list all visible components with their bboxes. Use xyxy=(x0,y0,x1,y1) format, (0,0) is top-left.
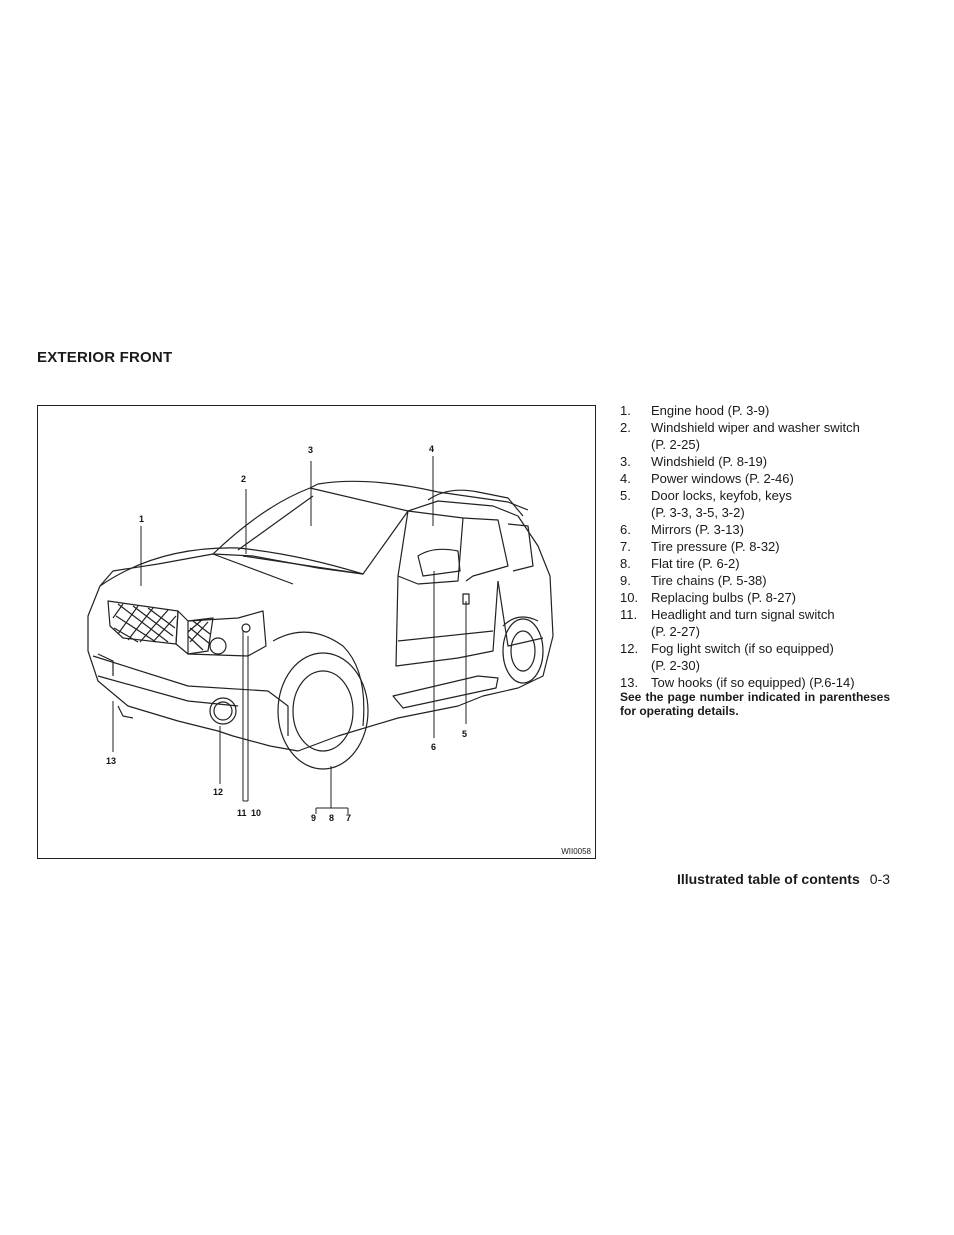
legend-item: 11.Headlight and turn signal switch xyxy=(620,607,835,622)
legend-item: 8.Flat tire (P. 6-2) xyxy=(620,556,740,571)
legend-item: 9.Tire chains (P. 5-38) xyxy=(620,573,767,588)
legend-list: 1.Engine hood (P. 3-9) 2.Windshield wipe… xyxy=(620,402,892,691)
reference-note: See the page number indicated in paren­t… xyxy=(620,690,890,718)
legend-item-cont: (P. 2-25) xyxy=(651,437,700,452)
legend-item: 2.Windshield wiper and washer switch xyxy=(620,420,860,435)
vehicle-exterior-figure: 1 2 3 4 5 6 7 8 9 10 11 12 13 WII0058 xyxy=(37,405,596,859)
legend-item: 5.Door locks, keyfob, keys xyxy=(620,488,792,503)
page-footer: Illustrated table of contents 0-3 xyxy=(677,871,890,887)
page-number: 0-3 xyxy=(869,871,890,887)
callout-12: 12 xyxy=(213,787,224,797)
legend-item: 4.Power windows (P. 2-46) xyxy=(620,471,794,486)
callout-1: 1 xyxy=(139,514,145,524)
callout-9: 9 xyxy=(311,813,317,823)
legend-item: 12.Fog light switch (if so equipped) xyxy=(620,641,834,656)
suv-illustration xyxy=(87,456,554,814)
legend-item: 3.Windshield (P. 8-19) xyxy=(620,454,768,469)
legend-item-cont: (P. 2-30) xyxy=(651,658,700,673)
figure-code: WII0058 xyxy=(561,847,591,856)
callout-6: 6 xyxy=(431,742,437,752)
section-title: EXTERIOR FRONT xyxy=(37,349,173,366)
legend-item: 6.Mirrors (P. 3-13) xyxy=(620,522,744,537)
callout-5: 5 xyxy=(462,729,468,739)
legend-item: 1.Engine hood (P. 3-9) xyxy=(620,403,770,418)
legend-item: 13.Tow hooks (if so equipped) (P.6-14) xyxy=(620,675,855,690)
callout-13: 13 xyxy=(106,756,117,766)
callout-11: 11 xyxy=(237,808,247,818)
footer-section-title: Illustrated table of contents xyxy=(676,871,860,887)
callout-2: 2 xyxy=(241,474,247,484)
legend-item-cont: (P. 3-3, 3-5, 3-2) xyxy=(651,505,745,520)
callout-4: 4 xyxy=(429,444,435,454)
legend-item: 10.Replacing bulbs (P. 8-27) xyxy=(620,590,797,605)
legend-item: 7.Tire pressure (P. 8-32) xyxy=(620,539,780,554)
legend-item-cont: (P. 2-27) xyxy=(651,624,700,639)
callout-10: 10 xyxy=(251,808,262,818)
callout-7: 7 xyxy=(346,813,352,823)
callout-3: 3 xyxy=(308,445,314,455)
callout-8: 8 xyxy=(329,813,335,823)
